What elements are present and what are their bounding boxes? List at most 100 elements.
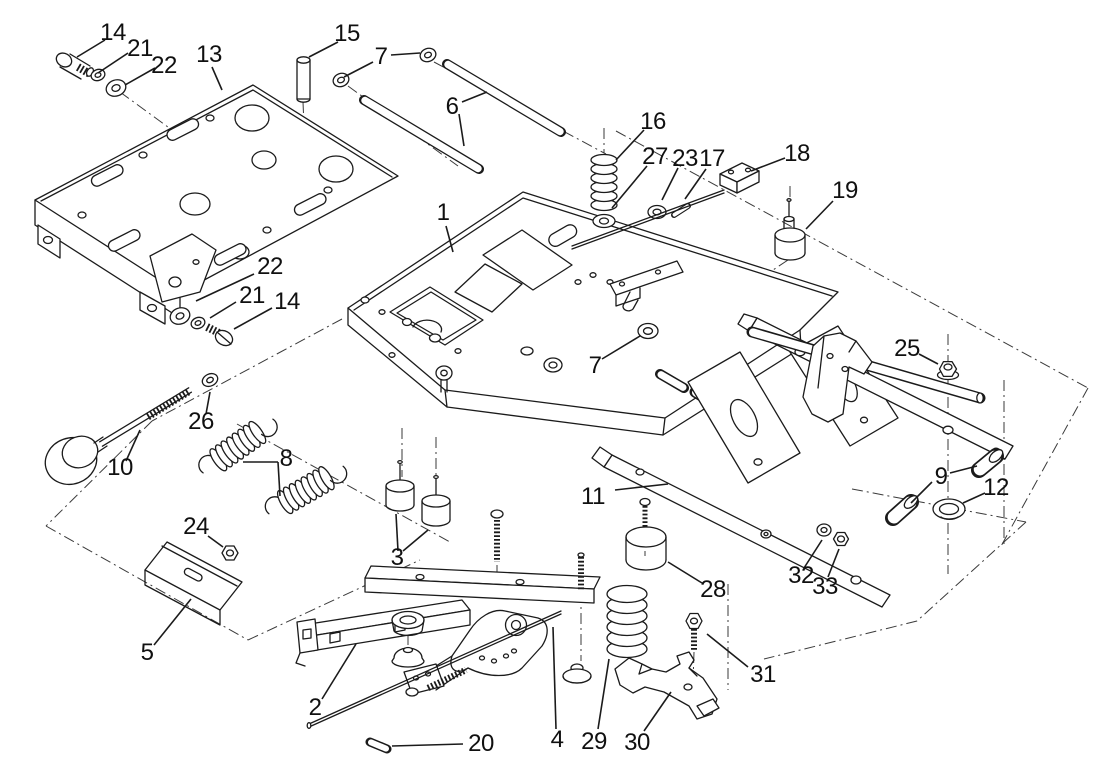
leader-line-3 xyxy=(402,529,429,552)
bolt-14-lower xyxy=(205,323,234,347)
part-13-seat-plate xyxy=(34,84,399,325)
leader-line-9 xyxy=(910,481,933,504)
callout-4: 4 xyxy=(550,726,564,753)
washer-32 xyxy=(816,523,832,537)
spring-8-lower xyxy=(264,465,348,515)
leader-line-20 xyxy=(391,743,464,747)
callout-7: 7 xyxy=(374,43,388,70)
callout-32: 32 xyxy=(788,562,814,589)
callout-27: 27 xyxy=(642,143,668,170)
leader-line-9 xyxy=(949,465,978,474)
washer-21-top xyxy=(90,68,106,82)
leader-line-18 xyxy=(750,157,786,172)
flange-nut-25 xyxy=(936,360,960,381)
spring-8-upper xyxy=(198,418,278,474)
washer-26 xyxy=(201,372,219,388)
washer-22-lower xyxy=(169,307,191,325)
callout-8: 8 xyxy=(279,445,293,472)
leader-line-5 xyxy=(153,598,192,646)
leader-line-22 xyxy=(124,67,156,86)
callout-3: 3 xyxy=(390,544,404,571)
leader-line-7 xyxy=(390,52,421,56)
leader-line-33 xyxy=(827,548,840,578)
bracket-30 xyxy=(614,651,720,720)
callout-17: 17 xyxy=(699,145,725,172)
leader-line-23 xyxy=(661,167,679,201)
washer-23 xyxy=(647,204,667,220)
callout-13: 13 xyxy=(196,41,222,68)
callout-30: 30 xyxy=(624,729,650,756)
leader-line-29 xyxy=(597,658,610,730)
cap-28 xyxy=(625,526,667,571)
carriage-bar xyxy=(364,565,601,604)
leader-line-16 xyxy=(615,129,645,161)
part-11-lower-frame xyxy=(591,313,1014,608)
callout-5: 5 xyxy=(140,639,154,666)
callout-11: 11 xyxy=(581,483,605,510)
stud-with-foot xyxy=(562,552,592,684)
nut-33 xyxy=(832,531,850,547)
bolt-14-top xyxy=(55,52,95,80)
leader-line-14 xyxy=(233,307,273,330)
callout-33: 33 xyxy=(812,573,838,600)
callout-29: 29 xyxy=(581,728,607,755)
leader-line-13 xyxy=(211,66,223,91)
spring-29 xyxy=(606,584,648,659)
isolators-3 xyxy=(385,459,451,527)
leader-line-21 xyxy=(209,301,237,319)
leader-line-28 xyxy=(667,561,703,584)
leader-line-31 xyxy=(706,633,749,668)
leader-line-3 xyxy=(395,513,399,552)
rods-6 xyxy=(359,59,566,174)
washer-7-right xyxy=(419,47,437,63)
leader-line-24 xyxy=(207,535,224,548)
callout-26: 26 xyxy=(188,408,214,435)
leader-line-8 xyxy=(277,461,281,497)
callout-16: 16 xyxy=(640,108,666,135)
callout-21: 21 xyxy=(239,282,265,309)
leader-line-32 xyxy=(803,539,823,569)
callout-28: 28 xyxy=(700,576,726,603)
washer-22-top xyxy=(105,79,127,97)
nut-24 xyxy=(221,545,239,561)
leader-line-22 xyxy=(195,273,255,302)
callout-7: 7 xyxy=(588,352,602,379)
leader-line-17 xyxy=(684,168,707,200)
callout-22: 22 xyxy=(151,52,177,79)
pin-20 xyxy=(365,737,392,754)
callout-19: 19 xyxy=(832,177,858,204)
callout-22: 22 xyxy=(257,253,283,280)
washer-27 xyxy=(592,213,616,229)
callout-6: 6 xyxy=(445,93,459,120)
screw-small xyxy=(639,497,651,528)
leader-line-4 xyxy=(552,626,557,730)
washer-21-lower xyxy=(190,316,206,330)
bushings-9 xyxy=(885,448,1004,526)
callout-2: 2 xyxy=(308,694,322,721)
adjust-rod xyxy=(306,610,562,729)
leader-line-2 xyxy=(321,643,357,700)
callout-18: 18 xyxy=(784,140,810,167)
bushing-7-on-plate xyxy=(543,357,563,373)
leader-line-10 xyxy=(125,429,141,462)
leader-line-11 xyxy=(614,483,669,491)
callout-10: 10 xyxy=(107,454,133,481)
callout-15: 15 xyxy=(334,20,360,47)
pin-15 xyxy=(296,56,311,103)
leader-line-25 xyxy=(918,353,939,365)
leader-line-12 xyxy=(962,492,986,504)
grommet-12 xyxy=(932,498,966,521)
bolt-31 xyxy=(685,612,703,650)
leader-line-30 xyxy=(643,691,672,732)
spring-16 xyxy=(590,153,618,212)
bushing-7-right-arm xyxy=(637,322,659,340)
leader-line-6 xyxy=(461,91,488,103)
latch-block-18 xyxy=(571,162,760,250)
callout-1: 1 xyxy=(436,199,450,226)
leader-line-19 xyxy=(805,200,834,230)
leader-line-7 xyxy=(343,61,374,78)
cup-and-dome xyxy=(391,610,425,668)
